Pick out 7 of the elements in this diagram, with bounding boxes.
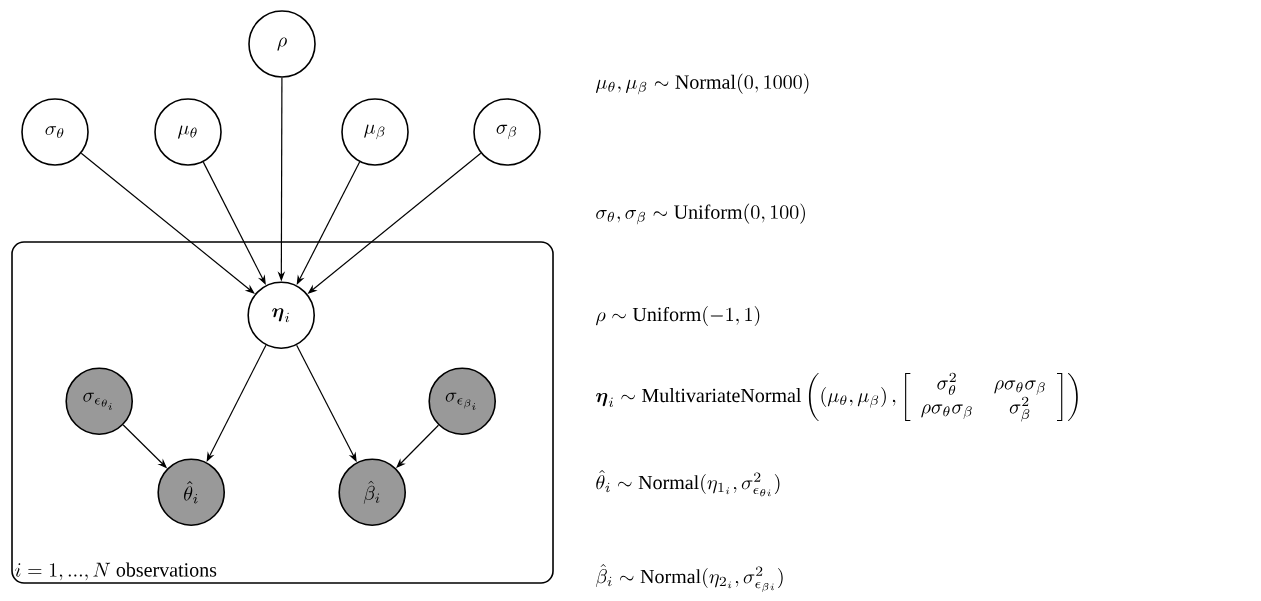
equation: $\hat{\theta}_i \sim \mathrm{Normal}(\eta_{1_i}, \sigma^2_{\epsilon_{\theta i}})$ — [596, 469, 780, 497]
equation: $\mu_\theta, \mu_\beta \sim \mathrm{Normal}(0, 1000)$ — [596, 73, 809, 95]
equation: $\rho \sim \mathrm{Uniform}(-1, 1)$ — [596, 305, 760, 326]
equation: $\hat{\beta}_i \sim \mathrm{Normal}(\eta_{2_i}, \sigma^2_{\epsilon_{\beta i}})$ — [596, 563, 783, 593]
equation: $\boldsymbol{\eta}_i \sim \mathrm{MultivariateNormal}\left((\mu_\theta, \mu_\beta)\,, \left[\begin{array}{cc} \sigma_\theta^2 & \rho\sigma_\theta\sigma_\beta \\ \rho\sigma_\theta\sigma_\beta & \sigma_\beta^2 \end{array}\right]\right)$ — [596, 372, 1078, 422]
equation: $\sigma_\theta, \sigma_\beta \sim \mathrm{Uniform}(0, 100)$ — [596, 203, 805, 225]
arrow — [80, 152, 255, 294]
